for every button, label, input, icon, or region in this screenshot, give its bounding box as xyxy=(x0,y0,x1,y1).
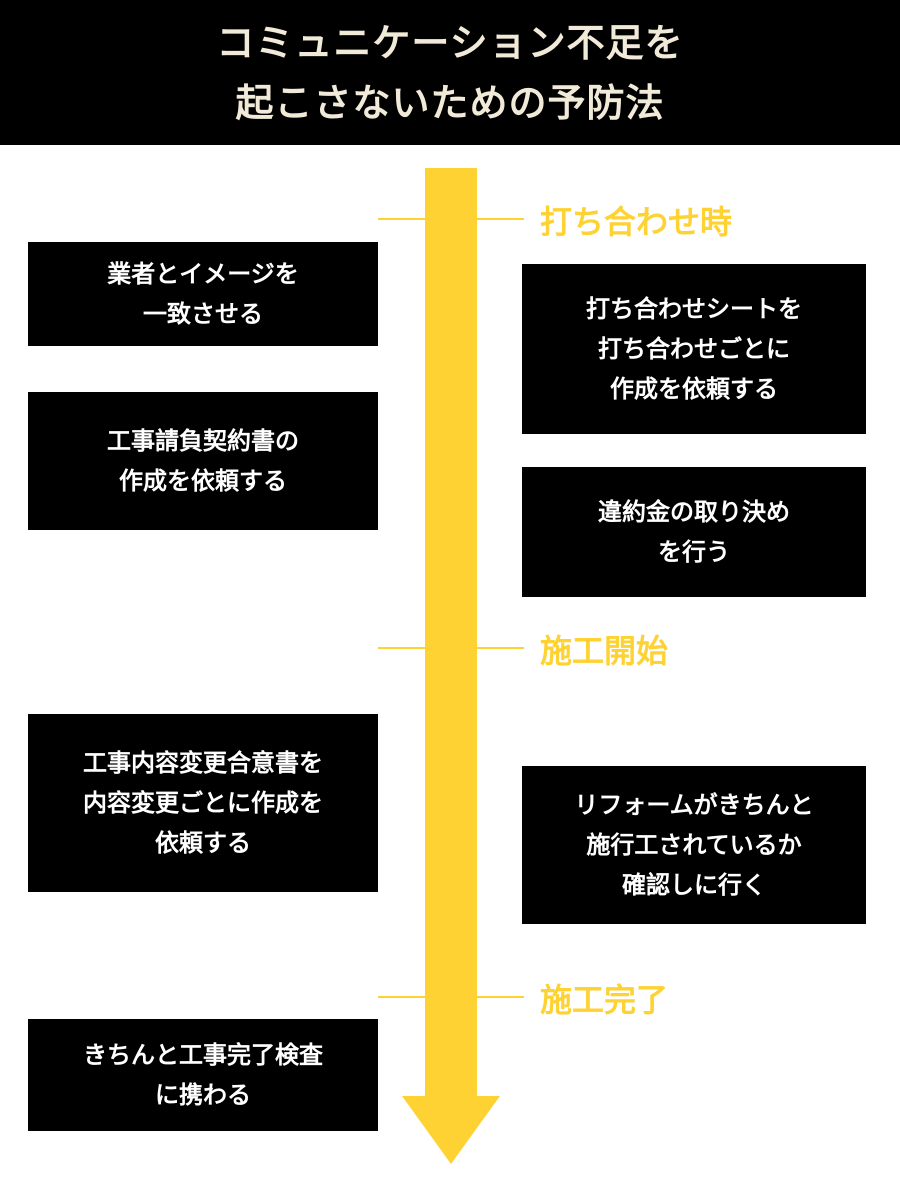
step-box-text: きちんと工事完了検査 に携わる xyxy=(83,1041,323,1109)
step-box-image-alignment: 業者とイメージを 一致させる xyxy=(28,242,378,346)
step-box-text: 打ち合わせシートを 打ち合わせごとに 作成を依頼する xyxy=(586,295,802,403)
step-box-text: 工事内容変更合意書を 内容変更ごとに作成を 依頼する xyxy=(83,749,323,857)
step-box-meeting-sheet: 打ち合わせシートを 打ち合わせごとに 作成を依頼する xyxy=(522,264,866,434)
phase-tick-right-1 xyxy=(477,218,524,220)
title-line-1: コミュニケーション不足を xyxy=(216,20,684,65)
phase-label-meeting: 打ち合わせ時 xyxy=(540,203,733,241)
step-box-site-check: リフォームがきちんと 施行工されているか 確認しに行く xyxy=(522,766,866,924)
phase-tick-right-2 xyxy=(477,647,524,649)
phase-tick-right-3 xyxy=(477,996,524,998)
step-box-contract: 工事請負契約書の 作成を依頼する xyxy=(28,392,378,530)
phase-tick-left-1 xyxy=(378,218,425,220)
step-box-final-inspection: きちんと工事完了検査 に携わる xyxy=(28,1019,378,1131)
step-box-text: 違約金の取り決め を行う xyxy=(598,498,790,566)
step-box-change-agreement: 工事内容変更合意書を 内容変更ごとに作成を 依頼する xyxy=(28,714,378,892)
step-box-text: リフォームがきちんと 施行工されているか 確認しに行く xyxy=(574,791,814,899)
phase-tick-left-3 xyxy=(378,996,425,998)
title-line-2: 起こさないための予防法 xyxy=(235,80,665,125)
phase-tick-left-2 xyxy=(378,647,425,649)
step-box-penalty: 違約金の取り決め を行う xyxy=(522,467,866,597)
step-box-text: 工事請負契約書の 作成を依頼する xyxy=(107,427,299,495)
timeline-arrow-head xyxy=(402,1096,500,1164)
phase-label-construction-start: 施工開始 xyxy=(540,632,669,670)
phase-label-construction-complete: 施工完了 xyxy=(540,981,669,1019)
step-box-text: 業者とイメージを 一致させる xyxy=(107,260,299,328)
title-banner: コミュニケーション不足を 起こさないための予防法 xyxy=(0,0,900,145)
timeline-arrow-shaft xyxy=(425,168,477,1098)
